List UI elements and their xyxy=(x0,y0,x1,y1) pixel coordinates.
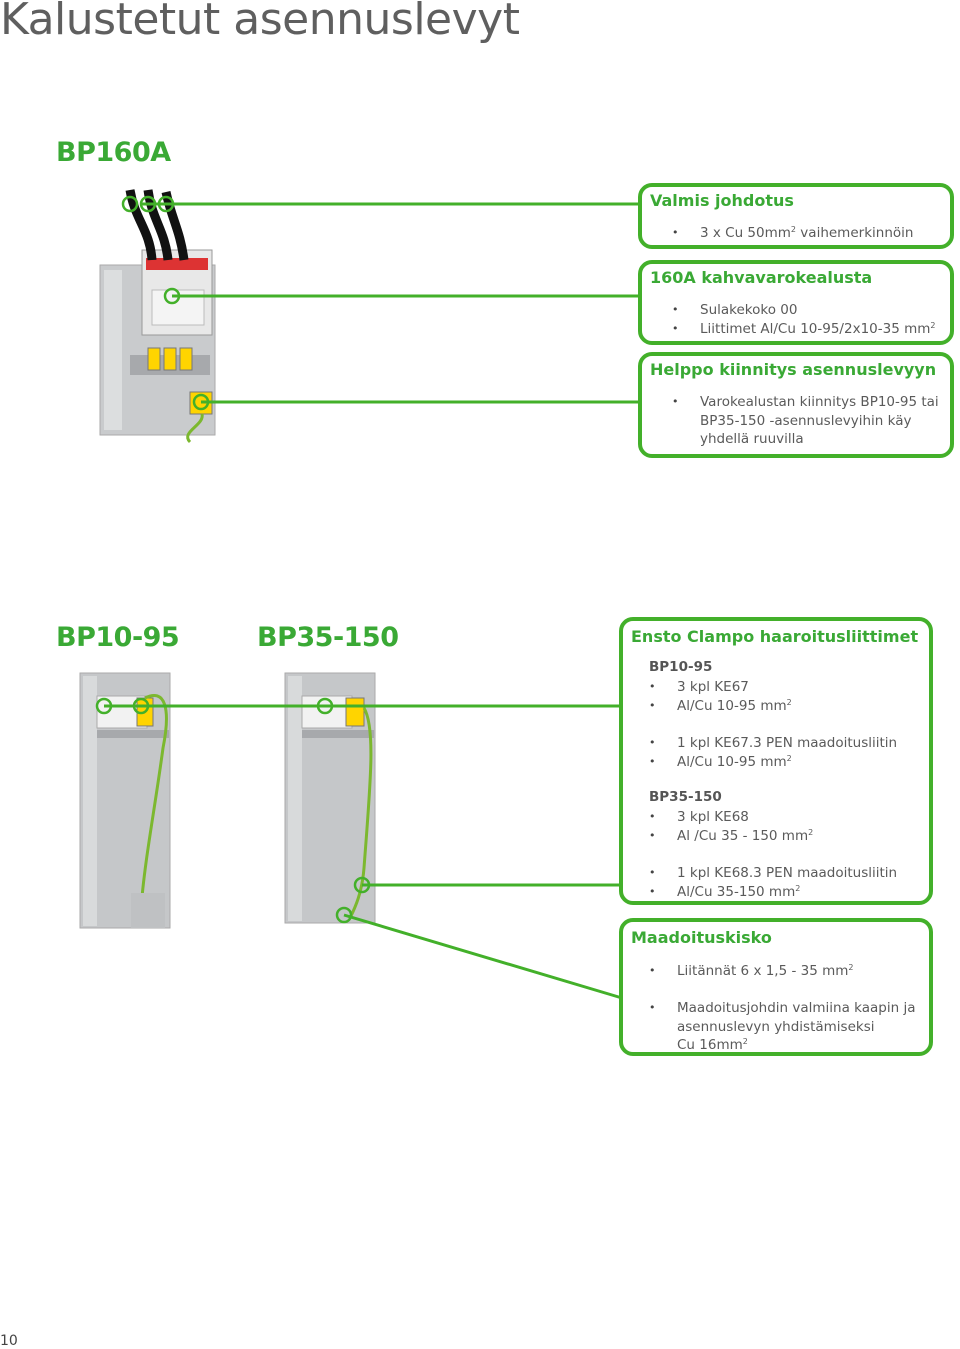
maadoituskisko-list-b: Maadoitusjohdin valmiina kaapin ja asenn… xyxy=(649,999,916,1055)
list-item: Al /Cu 35 - 150 mm2 xyxy=(649,827,813,846)
clampo-group-bp35-150-list-a: 3 kpl KE68 Al /Cu 35 - 150 mm2 xyxy=(649,808,813,845)
clampo-group-bp35-150-label: BP35-150 xyxy=(649,789,722,805)
list-item: 3 kpl KE67 xyxy=(649,678,792,697)
list-item: Liittimet Al/Cu 10-95/2x10-35 mm2 xyxy=(672,320,935,339)
maadoituskisko-list-a: Liitännät 6 x 1,5 - 35 mm2 xyxy=(649,962,854,981)
valmis-johdotus-box: Valmis johdotus 3 x Cu 50mm2 vaihemerkin… xyxy=(638,183,954,249)
bp35-150-product-image xyxy=(284,672,376,924)
list-item: Maadoitusjohdin valmiina kaapin ja asenn… xyxy=(649,999,916,1055)
list-item: 1 kpl KE67.3 PEN maadoitusliitin xyxy=(649,734,897,753)
bp35-150-heading: BP35-150 xyxy=(257,622,399,653)
bp10-95-product-image xyxy=(79,672,171,929)
bp160a-product-image xyxy=(99,189,216,444)
page-title: Kalustetut asennuslevyt xyxy=(0,0,520,45)
maadoituskisko-box: Maadoituskisko Liitännät 6 x 1,5 - 35 mm… xyxy=(619,918,933,1056)
bp160a-heading: BP160A xyxy=(56,137,171,168)
maadoituskisko-title: Maadoituskisko xyxy=(631,928,772,947)
bp10-95-heading: BP10-95 xyxy=(56,622,180,653)
kahvavarokealusta-box: 160A kahvavarokealusta Sulakekoko 00 Lii… xyxy=(638,260,954,345)
list-item: 3 kpl KE68 xyxy=(649,808,813,827)
clampo-group-bp35-150-list-b: 1 kpl KE68.3 PEN maadoitusliitin Al/Cu 3… xyxy=(649,864,897,901)
list-item: Al/Cu 10-95 mm2 xyxy=(649,753,897,772)
list-item: Al/Cu 35-150 mm2 xyxy=(649,883,897,902)
kahvavarokealusta-list: Sulakekoko 00 Liittimet Al/Cu 10-95/2x10… xyxy=(672,301,935,338)
valmis-johdotus-title: Valmis johdotus xyxy=(650,191,794,210)
list-item: 1 kpl KE68.3 PEN maadoitusliitin xyxy=(649,864,897,883)
valmis-johdotus-list: 3 x Cu 50mm2 vaihemerkinnöin xyxy=(672,224,913,243)
helppo-kiinnitys-list: Varokealustan kiinnitys BP10-95 tai BP35… xyxy=(672,393,939,449)
list-item: Al/Cu 10-95 mm2 xyxy=(649,697,792,716)
list-item: Varokealustan kiinnitys BP10-95 tai BP35… xyxy=(672,393,939,449)
clampo-group-bp10-95-label: BP10-95 xyxy=(649,659,713,675)
clampo-group-bp10-95-list-a: 3 kpl KE67 Al/Cu 10-95 mm2 xyxy=(649,678,792,715)
kahvavarokealusta-title: 160A kahvavarokealusta xyxy=(650,268,873,287)
helppo-kiinnitys-title: Helppo kiinnitys asennuslevyyn xyxy=(650,360,937,379)
list-item: 3 x Cu 50mm2 vaihemerkinnöin xyxy=(672,224,913,243)
helppo-kiinnitys-box: Helppo kiinnitys asennuslevyyn Varokealu… xyxy=(638,352,954,458)
clampo-title: Ensto Clampo haaroitusliittimet xyxy=(631,627,919,646)
page-number: 10 xyxy=(0,1333,18,1349)
clampo-box: Ensto Clampo haaroitusliittimet BP10-95 … xyxy=(619,617,933,905)
clampo-group-bp10-95-list-b: 1 kpl KE67.3 PEN maadoitusliitin Al/Cu 1… xyxy=(649,734,897,771)
list-item: Liitännät 6 x 1,5 - 35 mm2 xyxy=(649,962,854,981)
list-item: Sulakekoko 00 xyxy=(672,301,935,320)
